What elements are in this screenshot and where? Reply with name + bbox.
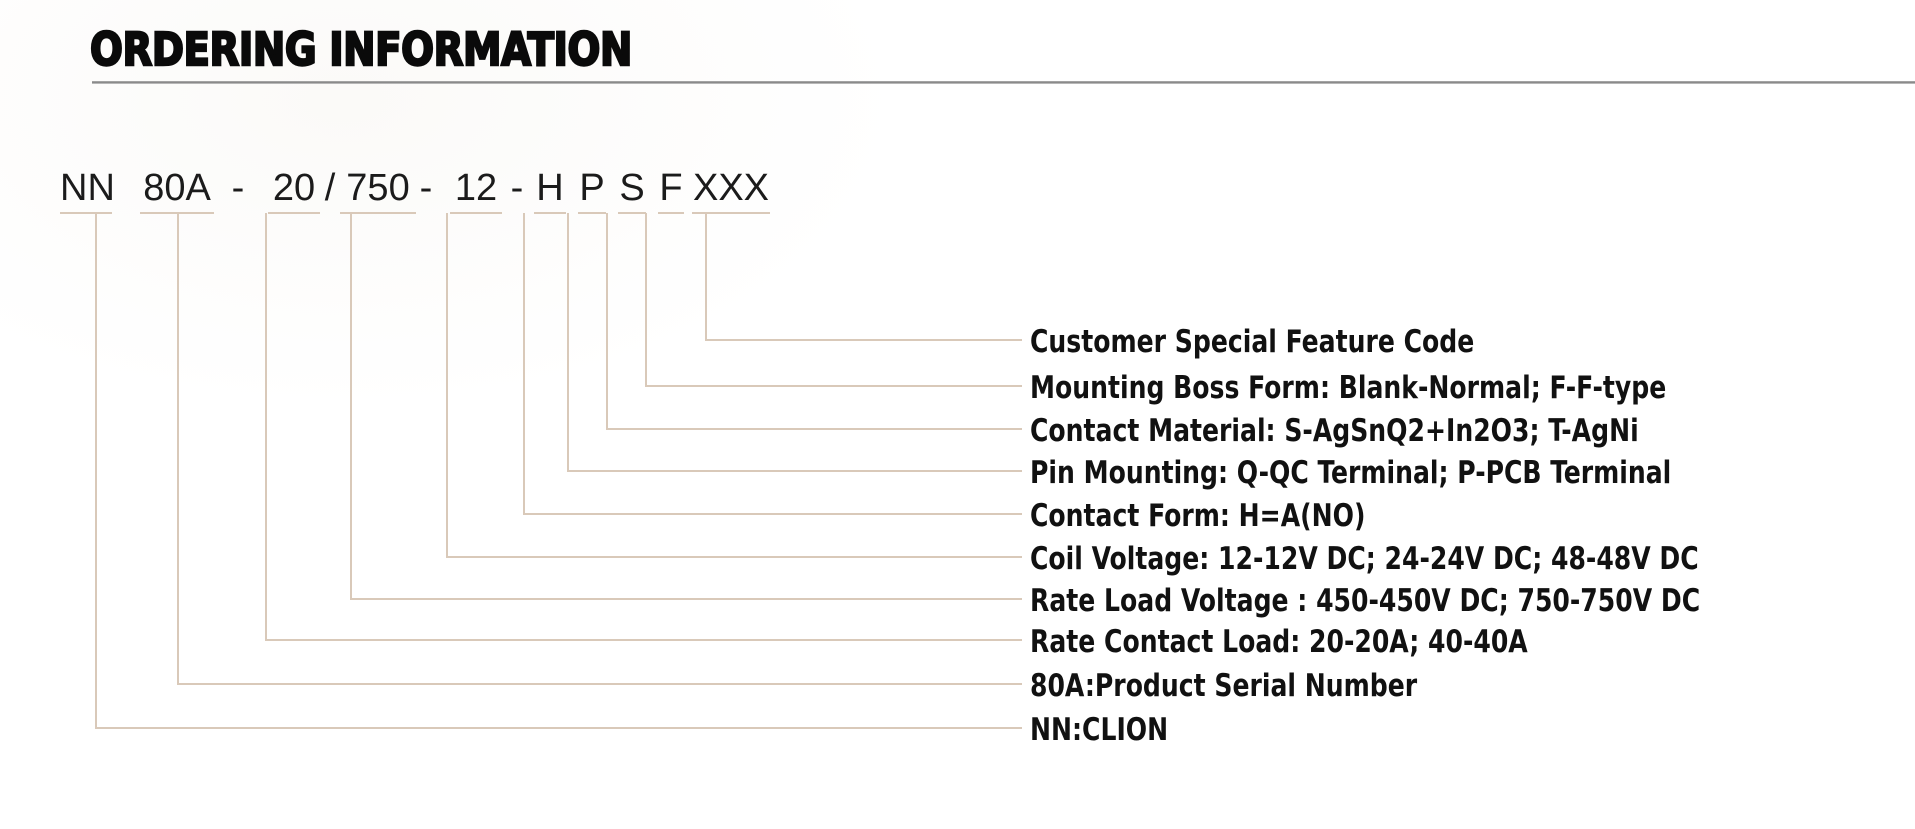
leader-label-contact-form: Contact Form: H=A(NO) <box>1030 498 1366 534</box>
part-code-underline-nn <box>60 212 112 214</box>
part-code-underline-p <box>578 212 606 214</box>
title-divider <box>92 81 1915 84</box>
leader-line-coil-voltage <box>446 213 1022 558</box>
leader-line-contact-material <box>606 213 1022 430</box>
page-title: ORDERING INFORMATION <box>89 22 633 77</box>
part-code-underline-80a <box>140 212 214 214</box>
leader-label-contact-material: Contact Material: S-AgSnQ2+In2O3; T-AgNi <box>1030 413 1639 449</box>
part-code-segment-750: 750 <box>346 167 410 209</box>
part-code-underline-s <box>618 212 646 214</box>
leader-line-product-serial-number <box>177 213 1022 685</box>
part-code-segment-h: H <box>536 167 564 209</box>
leader-line-contact-form <box>523 213 1022 515</box>
part-code-underline-f <box>658 212 684 214</box>
part-code-segment-xxx: XXX <box>692 167 770 209</box>
leader-label-brand-nn: NN:CLION <box>1030 712 1169 748</box>
part-code-segment-nn: NN <box>60 167 115 209</box>
leader-line-pin-mounting <box>567 213 1022 472</box>
leader-label-mounting-boss-form: Mounting Boss Form: Blank-Normal; F-F-ty… <box>1030 370 1667 406</box>
part-code-underline-h <box>534 212 566 214</box>
leader-label-rate-contact-load: Rate Contact Load: 20-20A; 40-40A <box>1030 624 1528 660</box>
leader-line-mounting-boss-form <box>645 213 1022 387</box>
leader-line-brand-nn <box>95 213 1022 729</box>
title-block: ORDERING INFORMATION <box>0 22 1915 92</box>
part-code-segment-80a: 80A <box>143 167 211 209</box>
part-code-underline-12 <box>450 212 502 214</box>
part-code-segment-s: S <box>619 167 645 209</box>
part-code-separator-dash1: - <box>231 167 245 209</box>
leader-label-product-serial-number: 80A:Product Serial Number <box>1030 668 1418 704</box>
part-code-underline-750 <box>340 212 416 214</box>
leader-label-rate-load-voltage: Rate Load Voltage : 450-450V DC; 750-750… <box>1030 583 1701 619</box>
leader-line-customer-special-feature-code <box>705 213 1022 341</box>
leader-line-rate-load-voltage <box>350 213 1022 600</box>
part-code-separator-dash3: - <box>510 167 524 209</box>
part-code-separator-slash: / <box>324 167 336 209</box>
part-code-separator-dash2: - <box>419 167 433 209</box>
part-code-underline-20 <box>268 212 320 214</box>
part-code-segment-20: 20 <box>272 167 316 209</box>
leader-label-coil-voltage: Coil Voltage: 12-12V DC; 24-24V DC; 48-4… <box>1030 541 1699 577</box>
part-code-segment-p: P <box>579 167 605 209</box>
part-code-underline-xxx <box>692 212 770 214</box>
leader-label-customer-special-feature-code: Customer Special Feature Code <box>1030 324 1475 360</box>
part-code-segment-12: 12 <box>454 167 498 209</box>
leader-line-rate-contact-load <box>265 213 1022 641</box>
leader-label-pin-mounting: Pin Mounting: Q-QC Terminal; P-PCB Termi… <box>1030 455 1672 491</box>
part-code-segment-f: F <box>659 167 683 209</box>
